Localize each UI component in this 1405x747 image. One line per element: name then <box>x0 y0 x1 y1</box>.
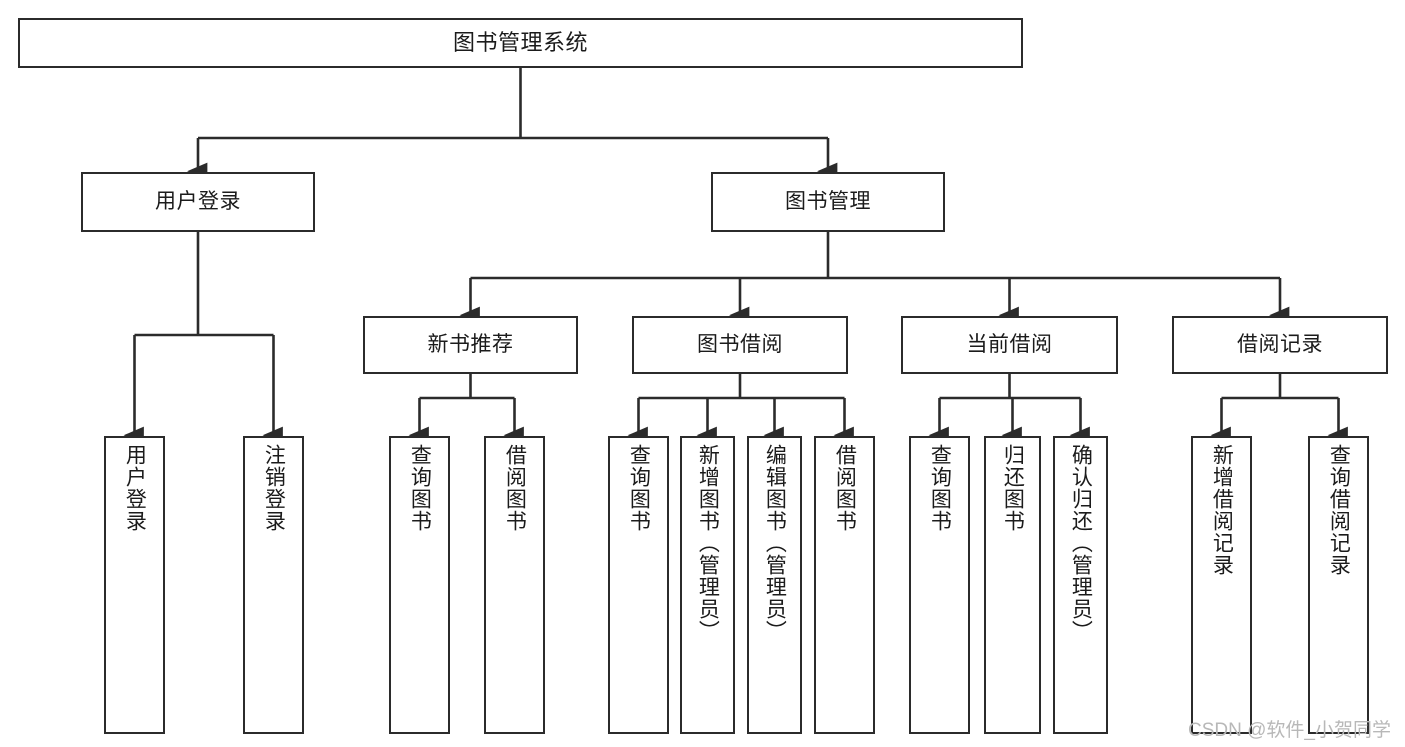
node-label: 查询借阅记录 <box>1327 444 1351 576</box>
node-label: 借阅记录 <box>1237 332 1323 356</box>
node-leaf-query-book-2[interactable]: 查询图书 <box>608 436 669 734</box>
node-leaf-confirm-ret[interactable]: 确认归还（管理员） <box>1053 436 1108 734</box>
node-label: 新书推荐 <box>427 332 514 356</box>
node-leaf-return-book[interactable]: 归还图书 <box>984 436 1041 734</box>
node-label: 图书管理系统 <box>452 30 588 56</box>
node-label: 查询图书 <box>627 444 651 532</box>
node-label: 编辑图书（管理员） <box>763 444 787 642</box>
node-label: 新增借阅记录 <box>1210 444 1234 576</box>
node-label: 用户登录 <box>155 189 241 213</box>
node-label: 当前借阅 <box>966 332 1053 356</box>
node-label: 查询图书 <box>928 444 952 532</box>
node-leaf-query-book-1[interactable]: 查询图书 <box>389 436 450 734</box>
node-label: 借阅图书 <box>833 444 857 532</box>
node-book-manage[interactable]: 图书管理 <box>711 172 945 232</box>
node-label: 确认归还（管理员） <box>1069 444 1093 642</box>
node-root[interactable]: 图书管理系统 <box>18 18 1023 68</box>
node-leaf-edit-book[interactable]: 编辑图书（管理员） <box>747 436 802 734</box>
node-leaf-logout[interactable]: 注销登录 <box>243 436 304 734</box>
node-label: 图书借阅 <box>697 332 783 356</box>
node-label: 新增图书（管理员） <box>696 444 720 642</box>
node-book-borrow[interactable]: 图书借阅 <box>632 316 848 374</box>
node-leaf-borrow-book-2[interactable]: 借阅图书 <box>814 436 875 734</box>
node-leaf-query-book-3[interactable]: 查询图书 <box>909 436 970 734</box>
node-leaf-borrow-book-1[interactable]: 借阅图书 <box>484 436 545 734</box>
node-leaf-query-record[interactable]: 查询借阅记录 <box>1308 436 1369 734</box>
node-label: 注销登录 <box>262 444 286 532</box>
node-label: 用户登录 <box>123 444 147 532</box>
node-label: 查询图书 <box>408 444 432 532</box>
node-user-login[interactable]: 用户登录 <box>81 172 315 232</box>
csdn-watermark: CSDN @软件_小贺同学 <box>1188 720 1391 741</box>
node-leaf-add-book[interactable]: 新增图书（管理员） <box>680 436 735 734</box>
node-new-book-rec[interactable]: 新书推荐 <box>363 316 578 374</box>
node-borrow-record[interactable]: 借阅记录 <box>1172 316 1388 374</box>
node-label: 归还图书 <box>1001 444 1025 532</box>
node-label: 图书管理 <box>785 189 871 213</box>
node-leaf-add-record[interactable]: 新增借阅记录 <box>1191 436 1252 734</box>
node-current-borrow[interactable]: 当前借阅 <box>901 316 1118 374</box>
node-leaf-user-login[interactable]: 用户登录 <box>104 436 165 734</box>
node-label: 借阅图书 <box>503 444 527 532</box>
